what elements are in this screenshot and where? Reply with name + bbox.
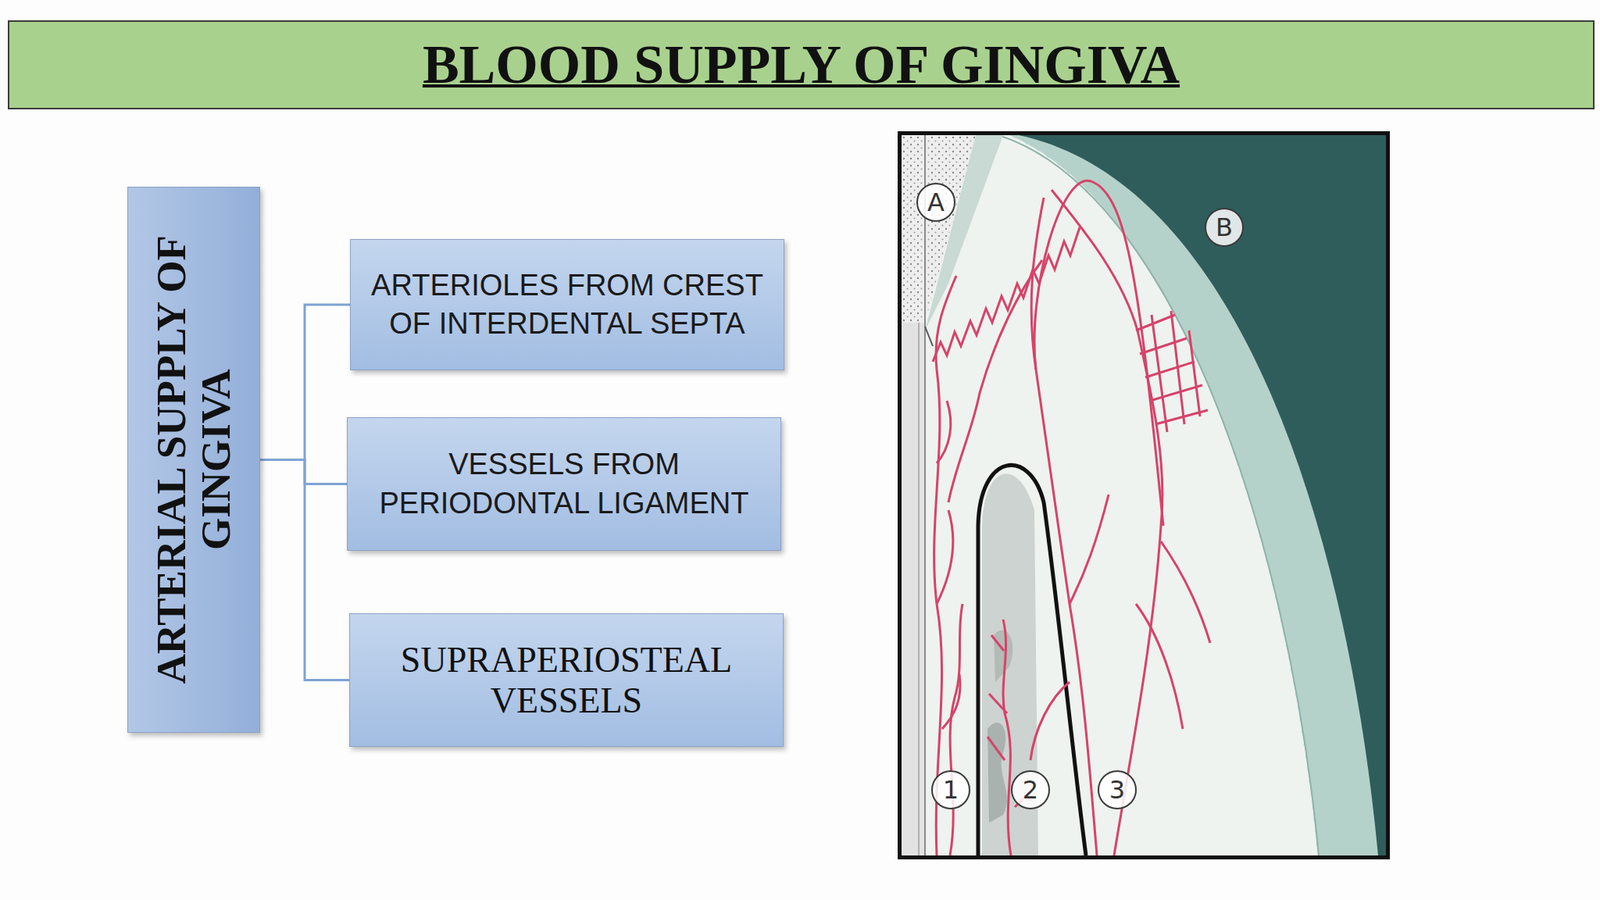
box-text: SUPRAPERIOSTEAL VESSELS <box>350 639 783 721</box>
root-box: ARTERIAL SUPPLY OF GINGIVA <box>127 186 261 733</box>
callout-letter: A <box>916 182 956 222</box>
callout-number: 3 <box>1097 770 1137 810</box>
connector-line <box>260 304 350 461</box>
title-band: BLOOD SUPPLY OF GINGIVA <box>7 20 1595 110</box>
branch-box: SUPRAPERIOSTEAL VESSELS <box>349 613 784 747</box>
box-text: ARTERIAL SUPPLY OF GINGIVA <box>149 202 239 718</box>
gingiva-section <box>901 135 1386 856</box>
gingiva-illustration: A B 12 3 <box>897 131 1390 860</box>
slide-title: BLOOD SUPPLY OF GINGIVA <box>422 33 1180 97</box>
box-text: VESSELS FROM PERIODONTAL LIGAMENT <box>347 445 781 523</box>
connector-line <box>260 460 350 681</box>
connector-line <box>260 460 347 485</box>
branch-box: ARTERIOLES FROM CREST OF INTERDENTAL SEP… <box>350 239 785 371</box>
branch-box: VESSELS FROM PERIODONTAL LIGAMENT <box>346 417 782 551</box>
callout-number: 2 <box>1010 770 1050 810</box>
callout-number: 1 <box>931 770 971 810</box>
box-text: ARTERIOLES FROM CREST OF INTERDENTAL SEP… <box>350 266 784 344</box>
callout-letter: B <box>1204 207 1244 247</box>
